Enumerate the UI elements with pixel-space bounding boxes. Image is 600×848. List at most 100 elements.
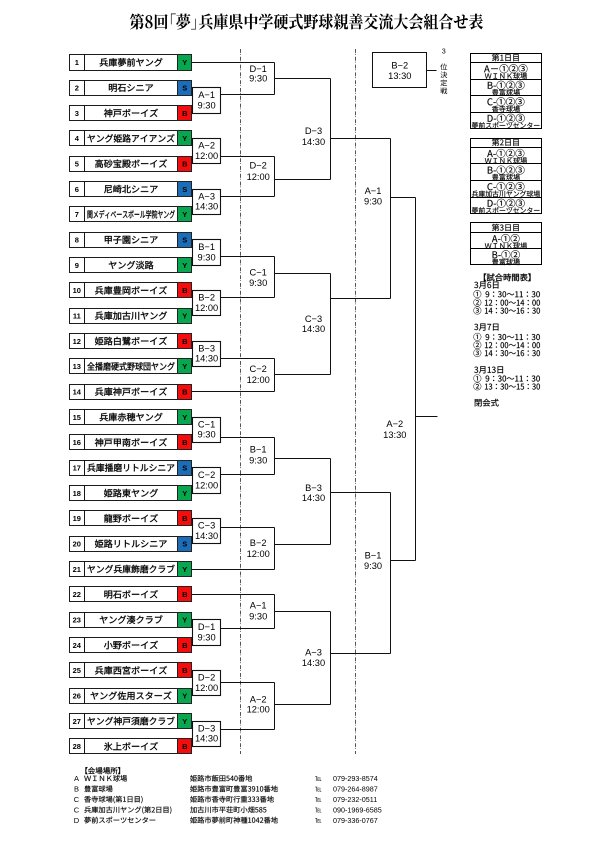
svg-text:D−3: D−3 (198, 723, 215, 733)
svg-text:Y: Y (182, 312, 187, 321)
svg-text:S: S (182, 464, 187, 473)
svg-text:14:30: 14:30 (302, 324, 325, 334)
svg-text:C−3: C−3 (305, 314, 322, 324)
svg-text:13:30: 13:30 (383, 430, 406, 440)
svg-text:B: B (182, 388, 188, 397)
svg-text:8: 8 (75, 236, 79, 245)
svg-text:12:00: 12:00 (247, 704, 270, 714)
svg-text:B−2: B−2 (391, 60, 408, 70)
svg-text:B−2: B−2 (250, 538, 267, 548)
svg-text:B: B (182, 160, 188, 169)
svg-text:21: 21 (73, 565, 81, 574)
svg-text:2: 2 (75, 84, 79, 93)
svg-text:12:00: 12:00 (247, 172, 270, 182)
svg-text:C−1: C−1 (250, 268, 267, 278)
svg-text:12:00: 12:00 (247, 375, 270, 385)
svg-text:19: 19 (73, 514, 81, 523)
svg-text:Y: Y (182, 210, 187, 219)
svg-text:9:30: 9:30 (249, 611, 267, 621)
svg-text:B: B (182, 337, 188, 346)
svg-text:B: B (182, 109, 188, 118)
svg-text:15: 15 (73, 413, 81, 422)
svg-text:Y: Y (182, 134, 187, 143)
svg-text:9:30: 9:30 (364, 561, 382, 571)
svg-text:9:30: 9:30 (198, 632, 216, 642)
svg-text:D−1: D−1 (250, 64, 267, 74)
svg-text:14:30: 14:30 (195, 202, 218, 212)
svg-text:6: 6 (75, 185, 79, 194)
svg-text:14: 14 (73, 388, 82, 397)
svg-text:C: C (74, 805, 80, 814)
svg-text:Y: Y (182, 565, 187, 574)
svg-text:12: 12 (73, 337, 81, 346)
svg-text:C−2: C−2 (250, 364, 267, 374)
svg-text:12:00: 12:00 (195, 303, 218, 313)
svg-text:C: C (74, 795, 80, 804)
svg-text:D−2: D−2 (198, 673, 215, 683)
svg-text:3: 3 (75, 109, 79, 118)
svg-text:079-232-0511: 079-232-0511 (333, 795, 377, 804)
svg-text:B−1: B−1 (365, 550, 382, 560)
svg-text:B: B (182, 590, 188, 599)
svg-text:18: 18 (73, 489, 81, 498)
svg-text:C−3: C−3 (198, 521, 215, 531)
svg-text:079-336-0767: 079-336-0767 (333, 816, 378, 825)
svg-text:D−1: D−1 (198, 622, 215, 632)
svg-text:9: 9 (75, 261, 79, 270)
svg-text:B−2: B−2 (198, 293, 215, 303)
svg-text:9:30: 9:30 (364, 197, 382, 207)
svg-text:S: S (182, 185, 187, 194)
svg-text:Y: Y (182, 692, 187, 701)
svg-text:13:30: 13:30 (388, 71, 411, 81)
svg-text:22: 22 (73, 590, 81, 599)
svg-text:10: 10 (73, 286, 81, 295)
svg-text:B: B (74, 785, 79, 794)
svg-text:A: A (74, 774, 79, 783)
svg-text:14:30: 14:30 (195, 354, 218, 364)
svg-text:C−2: C−2 (198, 470, 215, 480)
svg-text:27: 27 (73, 717, 81, 726)
svg-text:A−3: A−3 (305, 647, 322, 657)
svg-text:A−1: A−1 (198, 90, 215, 100)
svg-text:9:30: 9:30 (249, 455, 267, 465)
svg-text:13: 13 (73, 362, 81, 371)
svg-text:D−2: D−2 (250, 161, 267, 171)
svg-text:B−1: B−1 (198, 242, 215, 252)
svg-text:Y: Y (182, 413, 187, 422)
svg-text:14:30: 14:30 (195, 734, 218, 744)
svg-text:D−3: D−3 (305, 126, 322, 136)
svg-text:A−1: A−1 (365, 186, 382, 196)
svg-text:4: 4 (75, 134, 80, 143)
svg-text:079-264-8987: 079-264-8987 (333, 785, 378, 794)
svg-text:S: S (182, 84, 187, 93)
svg-text:D: D (74, 816, 80, 825)
svg-text:25: 25 (73, 666, 81, 675)
svg-text:9:30: 9:30 (249, 74, 267, 84)
svg-text:Y: Y (182, 261, 187, 270)
svg-text:9:30: 9:30 (198, 100, 216, 110)
svg-text:B: B (182, 438, 188, 447)
svg-text:A−3: A−3 (198, 191, 215, 201)
svg-text:Y: Y (182, 489, 187, 498)
svg-text:Y: Y (182, 616, 187, 625)
svg-text:090-1969-6585: 090-1969-6585 (333, 805, 382, 814)
svg-text:7: 7 (75, 210, 79, 219)
svg-text:S: S (182, 540, 187, 549)
svg-text:9:30: 9:30 (198, 252, 216, 262)
svg-text:5: 5 (75, 160, 79, 169)
svg-text:C−1: C−1 (198, 419, 215, 429)
svg-text:079-293-8574: 079-293-8574 (333, 774, 378, 783)
svg-text:B: B (182, 641, 188, 650)
svg-text:26: 26 (73, 692, 81, 701)
svg-text:14:30: 14:30 (302, 493, 325, 503)
svg-text:12:00: 12:00 (195, 151, 218, 161)
svg-text:B−3: B−3 (198, 343, 215, 353)
svg-text:3: 3 (442, 47, 446, 56)
svg-text:B: B (182, 286, 188, 295)
svg-text:9:30: 9:30 (198, 430, 216, 440)
svg-text:B−1: B−1 (250, 445, 267, 455)
svg-text:24: 24 (73, 641, 82, 650)
svg-text:12:00: 12:00 (247, 549, 270, 559)
svg-text:Y: Y (182, 362, 187, 371)
svg-text:B−3: B−3 (305, 483, 322, 493)
